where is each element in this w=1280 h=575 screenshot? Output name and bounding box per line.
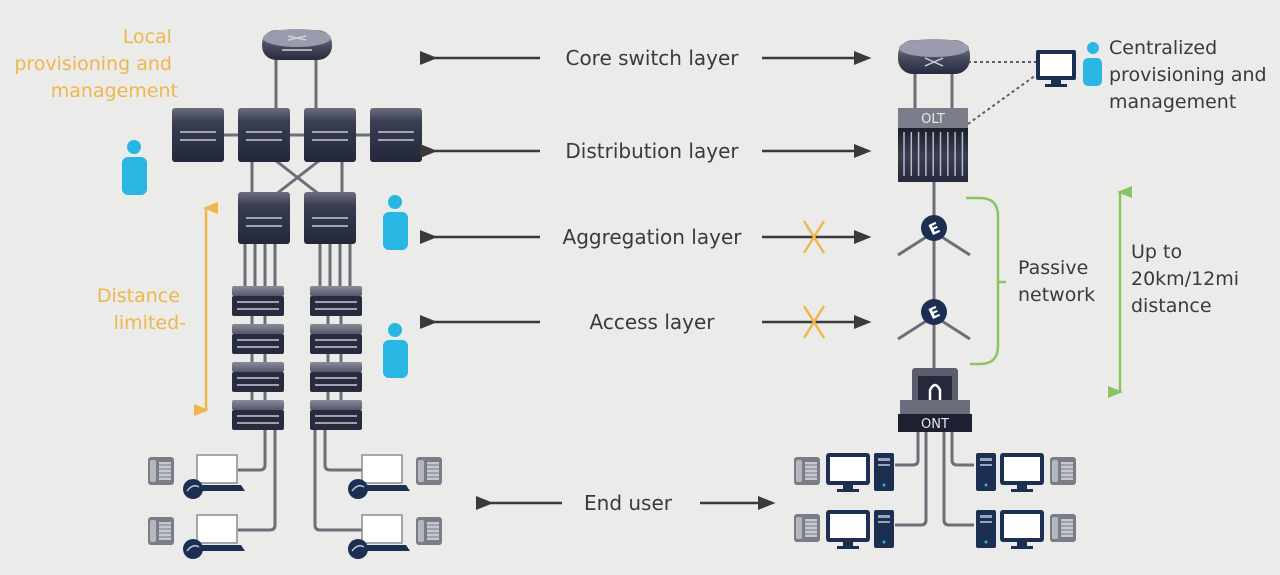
- management-links: [967, 61, 1037, 125]
- legacy-core-router: [262, 29, 332, 60]
- phone-icon: [148, 517, 174, 545]
- passive-network-bracket: [966, 196, 1006, 366]
- desktop-tower-icon: [874, 510, 894, 548]
- layer-row: Core switch layer: [420, 46, 872, 70]
- pon-core-router: [898, 39, 970, 74]
- desktop-tower-icon: [976, 453, 996, 491]
- legacy-links: [198, 55, 398, 532]
- splitter-1: E: [921, 215, 947, 241]
- switch-icon: [238, 192, 290, 244]
- passive-network-label: Passive network: [1018, 257, 1095, 306]
- monitor-icon: [826, 453, 870, 492]
- legacy-distribution-switches: [172, 108, 422, 162]
- legacy-access-switches: [232, 286, 362, 430]
- person-icon: [383, 323, 408, 378]
- layer-label: End user: [584, 491, 673, 515]
- legacy-network: Local provisioning and management: [14, 26, 442, 559]
- desktop-tower-icon: [976, 510, 996, 548]
- splitter-2: E: [921, 299, 947, 325]
- distance-limited-label: Distance limited-: [97, 285, 186, 334]
- ont-tag: ONT: [921, 417, 949, 432]
- layer-row: Access layer: [420, 305, 872, 339]
- legacy-aggregation-switches: [238, 192, 356, 244]
- centralized-provisioning-label: Centralized provisioning and management: [1109, 37, 1273, 113]
- laptop-icon: [183, 514, 245, 559]
- phone-icon: [148, 457, 174, 485]
- blocked-x-icon: [802, 305, 826, 339]
- phone-icon: [416, 517, 442, 545]
- access-switch-icon: [310, 362, 362, 392]
- phone-icon: [794, 514, 820, 542]
- access-switch-icon: [232, 324, 284, 354]
- layer-label: Core switch layer: [565, 46, 739, 70]
- laptop-icon: [348, 514, 410, 559]
- pon-distance-label: Up to 20km/12mi distance: [1131, 241, 1245, 317]
- monitor-icon: [1000, 510, 1044, 549]
- legacy-admins: [122, 140, 408, 378]
- monitor-icon: [826, 510, 870, 549]
- laptop-icon: [348, 454, 410, 499]
- switch-icon: [370, 108, 422, 162]
- person-icon: [383, 195, 408, 250]
- access-switch-icon: [232, 286, 284, 316]
- pon-end-users: [794, 453, 1076, 549]
- access-switch-icon: [310, 400, 362, 430]
- layer-label: Aggregation layer: [563, 225, 743, 249]
- layer-row: Distribution layer: [420, 139, 872, 163]
- ont-device: ONT: [898, 368, 972, 432]
- olt-tag: OLT: [921, 112, 945, 127]
- switch-icon: [304, 108, 356, 162]
- pon-network: OLT E E ONT: [794, 37, 1273, 549]
- layer-row: Aggregation layer: [420, 220, 872, 254]
- local-provisioning-label: Local provisioning and management: [14, 26, 178, 102]
- legacy-end-users: [148, 454, 442, 559]
- phone-icon: [416, 457, 442, 485]
- laptop-icon: [183, 454, 245, 499]
- access-switch-icon: [232, 400, 284, 430]
- phone-icon: [1050, 457, 1076, 485]
- layer-row: End user: [476, 491, 776, 515]
- person-icon: [122, 140, 147, 195]
- layer-label: Access layer: [590, 310, 716, 334]
- desktop-tower-icon: [874, 453, 894, 491]
- switch-icon: [172, 108, 224, 162]
- monitor-icon: [1000, 453, 1044, 492]
- person-icon: [1083, 42, 1102, 86]
- switch-icon: [238, 108, 290, 162]
- layer-label: Distribution layer: [565, 139, 739, 163]
- phone-icon: [794, 457, 820, 485]
- access-switch-icon: [310, 324, 362, 354]
- access-switch-icon: [310, 286, 362, 316]
- management-workstation: [1036, 42, 1102, 87]
- access-switch-icon: [232, 362, 284, 392]
- blocked-x-icon: [802, 220, 826, 254]
- phone-icon: [1050, 514, 1076, 542]
- olt-device: OLT: [898, 108, 968, 182]
- switch-icon: [304, 192, 356, 244]
- monitor-icon: [1036, 50, 1076, 87]
